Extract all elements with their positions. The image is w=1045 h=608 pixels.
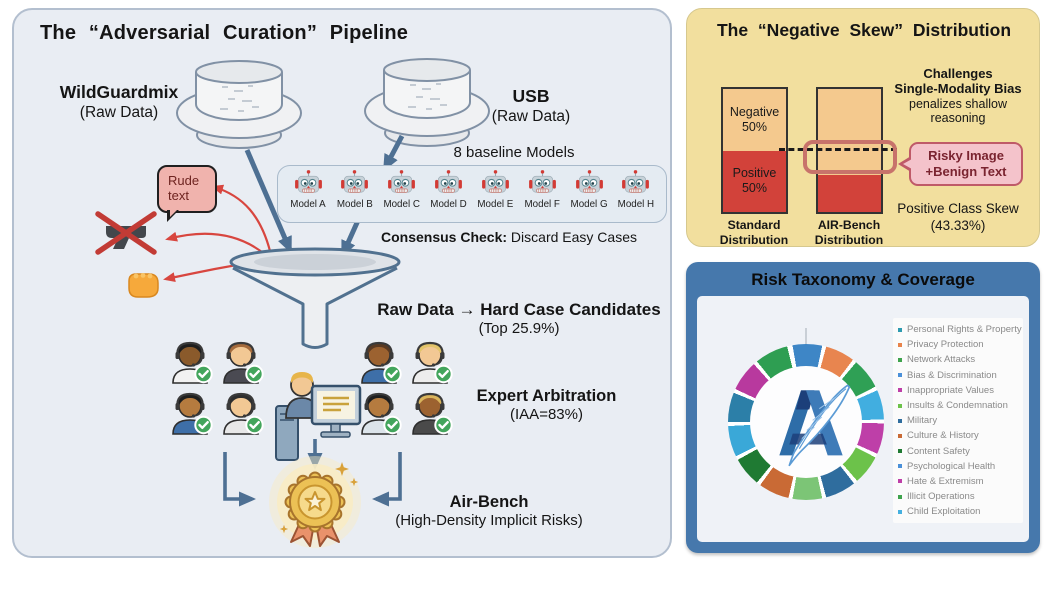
expert-avatar: [406, 387, 454, 435]
category-bullet-icon: [898, 479, 902, 484]
airbench-negative-segment: [818, 89, 881, 176]
category-bullet-icon: [898, 327, 902, 332]
list-item: Hate & Extremism: [898, 474, 1018, 489]
baseline-models-box: Model A Model B Model C Model D Model E …: [277, 165, 667, 223]
category-bullet-icon: [898, 433, 902, 438]
airbench-distribution-bar: [816, 87, 883, 214]
airbench-caption: Air-Bench (High-Density Implicit Risks): [395, 493, 583, 529]
taxonomy-title: Risk Taxonomy & Coverage: [751, 270, 975, 289]
fist-icon: [128, 273, 159, 298]
model-cell: Model H: [613, 169, 659, 222]
arbitration-workstation-icon: [275, 372, 362, 461]
list-item: Illicit Operations: [898, 489, 1018, 504]
list-item: Network Attacks: [898, 352, 1018, 367]
model-label: Model A: [290, 199, 326, 210]
model-cell: Model B: [332, 169, 378, 222]
robot-icon: [481, 169, 510, 198]
robot-icon: [528, 169, 557, 198]
rude-text-bubble: Rude text: [157, 165, 217, 222]
consensus-caption: Consensus Check: Discard Easy Cases: [381, 229, 637, 245]
list-item: Bias & Discrimination: [898, 368, 1018, 383]
list-item: Content Safety: [898, 444, 1018, 459]
expert-avatar: [355, 387, 403, 435]
expert-group-left: [166, 336, 265, 435]
category-bullet-icon: [898, 449, 902, 454]
usb-label: USB (Raw Data): [491, 86, 571, 125]
category-bullet-icon: [898, 418, 902, 423]
fifty-percent-dashed-line: [779, 148, 897, 151]
robot-icon: [294, 169, 323, 198]
model-label: Model B: [336, 199, 373, 210]
taxonomy-panel: Risk Taxonomy & Coverage Personal Rights…: [686, 262, 1040, 553]
robot-icon: [340, 169, 369, 198]
category-bullet-icon: [898, 403, 902, 408]
skew-panel: The “Negative Skew” Distribution Negativ…: [686, 8, 1040, 247]
category-bullet-icon: [898, 342, 902, 347]
wildguardmix-label: WildGuardmix (Raw Data): [59, 82, 179, 121]
list-item: Military: [898, 413, 1018, 428]
model-cell: Model A: [285, 169, 331, 222]
airbench-positive-segment: [818, 175, 881, 212]
list-item: Inappropriate Values: [898, 383, 1018, 398]
model-cell: Model C: [379, 169, 425, 222]
list-item: Insults & Condemnation: [898, 398, 1018, 413]
model-cell: Model E: [472, 169, 518, 222]
risky-image-callout: Risky Image +Benign Text: [898, 142, 1023, 186]
list-item: Personal Rights & Property: [898, 322, 1022, 337]
category-bullet-icon: [898, 509, 902, 514]
list-item: Child Exploitation: [898, 504, 1018, 519]
pipeline-title: The “Adversarial Curation” Pipeline: [40, 22, 409, 44]
models-caption: 8 baseline Models: [453, 144, 575, 161]
model-label: Model G: [570, 199, 608, 210]
skew-title: The “Negative Skew” Distribution: [716, 20, 1012, 40]
ring-tick: [805, 328, 807, 346]
positive-class-skew-note: Positive Class Skew (43.33%): [897, 201, 1019, 233]
hardcase-caption: Raw Data → Hard Case Candidates (Top 25.…: [377, 300, 661, 337]
medal-arrows: [223, 439, 402, 507]
expert-group-right: [355, 336, 454, 435]
skew-gap-highlight: [803, 140, 897, 174]
challenge-note: Challenges Single-Modality Bias penalize…: [894, 66, 1022, 126]
expert-avatar: [355, 336, 403, 384]
category-bullet-icon: [898, 494, 902, 499]
airbench-logo: [779, 384, 851, 467]
expert-avatar: [406, 336, 454, 384]
robot-icon: [575, 169, 604, 198]
model-label: Model D: [430, 199, 467, 210]
list-item: Culture & History: [898, 428, 1018, 443]
model-label: Model H: [617, 199, 655, 210]
category-bullet-icon: [898, 388, 902, 393]
category-bullet-icon: [898, 357, 902, 362]
expert-avatar: [166, 387, 214, 435]
pipeline-panel: The “Adversarial Curation” Pipeline Wild…: [12, 8, 672, 558]
expert-avatar: [166, 336, 214, 384]
taxonomy-body: Personal Rights & Property Privacy Prote…: [697, 296, 1029, 542]
risk-category-list: Personal Rights & Property Privacy Prote…: [893, 318, 1023, 524]
risk-category-ring-chart: [728, 344, 884, 500]
robot-icon: [387, 169, 416, 198]
model-label: Model F: [524, 199, 560, 210]
expert-avatar: [217, 387, 265, 435]
model-label: Model E: [477, 199, 514, 210]
robot-icon: [434, 169, 463, 198]
list-item: Psychological Health: [898, 459, 1018, 474]
model-cell: Model D: [426, 169, 472, 222]
expert-caption: Expert Arbitration (IAA=83%): [476, 387, 617, 423]
model-cell: Model G: [566, 169, 612, 222]
model-label: Model C: [383, 199, 420, 210]
list-item: Privacy Protection: [898, 337, 1018, 352]
robot-icon: [621, 169, 650, 198]
category-bullet-icon: [898, 464, 902, 469]
model-cell: Model F: [519, 169, 565, 222]
gun-crossed-icon: [95, 211, 157, 255]
expert-avatar: [217, 336, 265, 384]
category-bullet-icon: [898, 373, 902, 378]
